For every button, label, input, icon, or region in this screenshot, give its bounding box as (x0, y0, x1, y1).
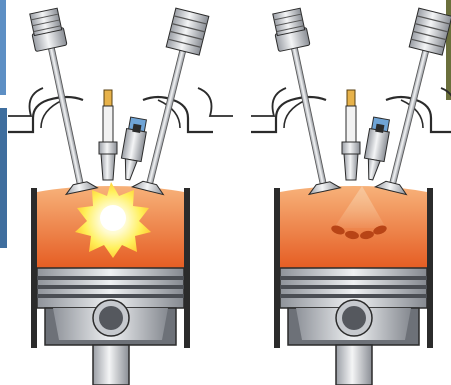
right-engine-cross-section (251, 8, 451, 385)
right-engine-panel (251, 8, 451, 385)
left-engine-panel (8, 8, 233, 385)
